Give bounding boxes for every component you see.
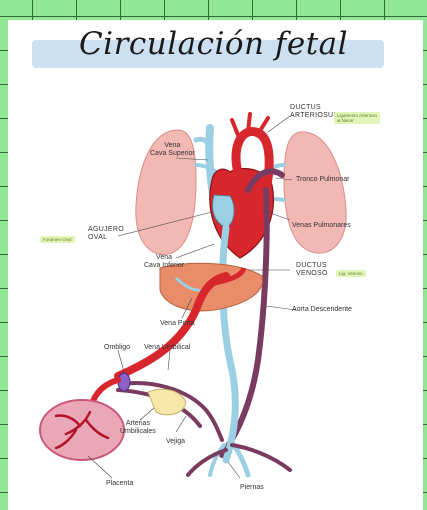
note-ductus-venoso: Lig. Venoso xyxy=(336,270,366,277)
right-lung xyxy=(284,132,346,253)
label-aorta-descendente: Aorta Descendente xyxy=(292,306,352,314)
label-vejiga: Vejiga xyxy=(166,438,185,446)
label-placenta: Placenta xyxy=(106,480,133,488)
leg-vessels xyxy=(188,440,290,475)
placenta xyxy=(40,400,124,460)
label-tronco-pulmonar: Tronco Pulmonar xyxy=(296,176,349,184)
label-vena-porta: Vena Porta xyxy=(160,320,195,328)
label-ombligo: Ombligo xyxy=(104,344,130,352)
label-vena-umbilical: Vena Umbilical xyxy=(144,344,190,352)
label-venas-pulmonares: Venas Pulmonares xyxy=(292,222,351,230)
inferior-vena-cava xyxy=(223,228,236,460)
note-agujero-oval: Foramen Oval xyxy=(40,236,75,243)
label-piernas: Piernas xyxy=(240,484,264,492)
svc-branch xyxy=(196,139,210,145)
